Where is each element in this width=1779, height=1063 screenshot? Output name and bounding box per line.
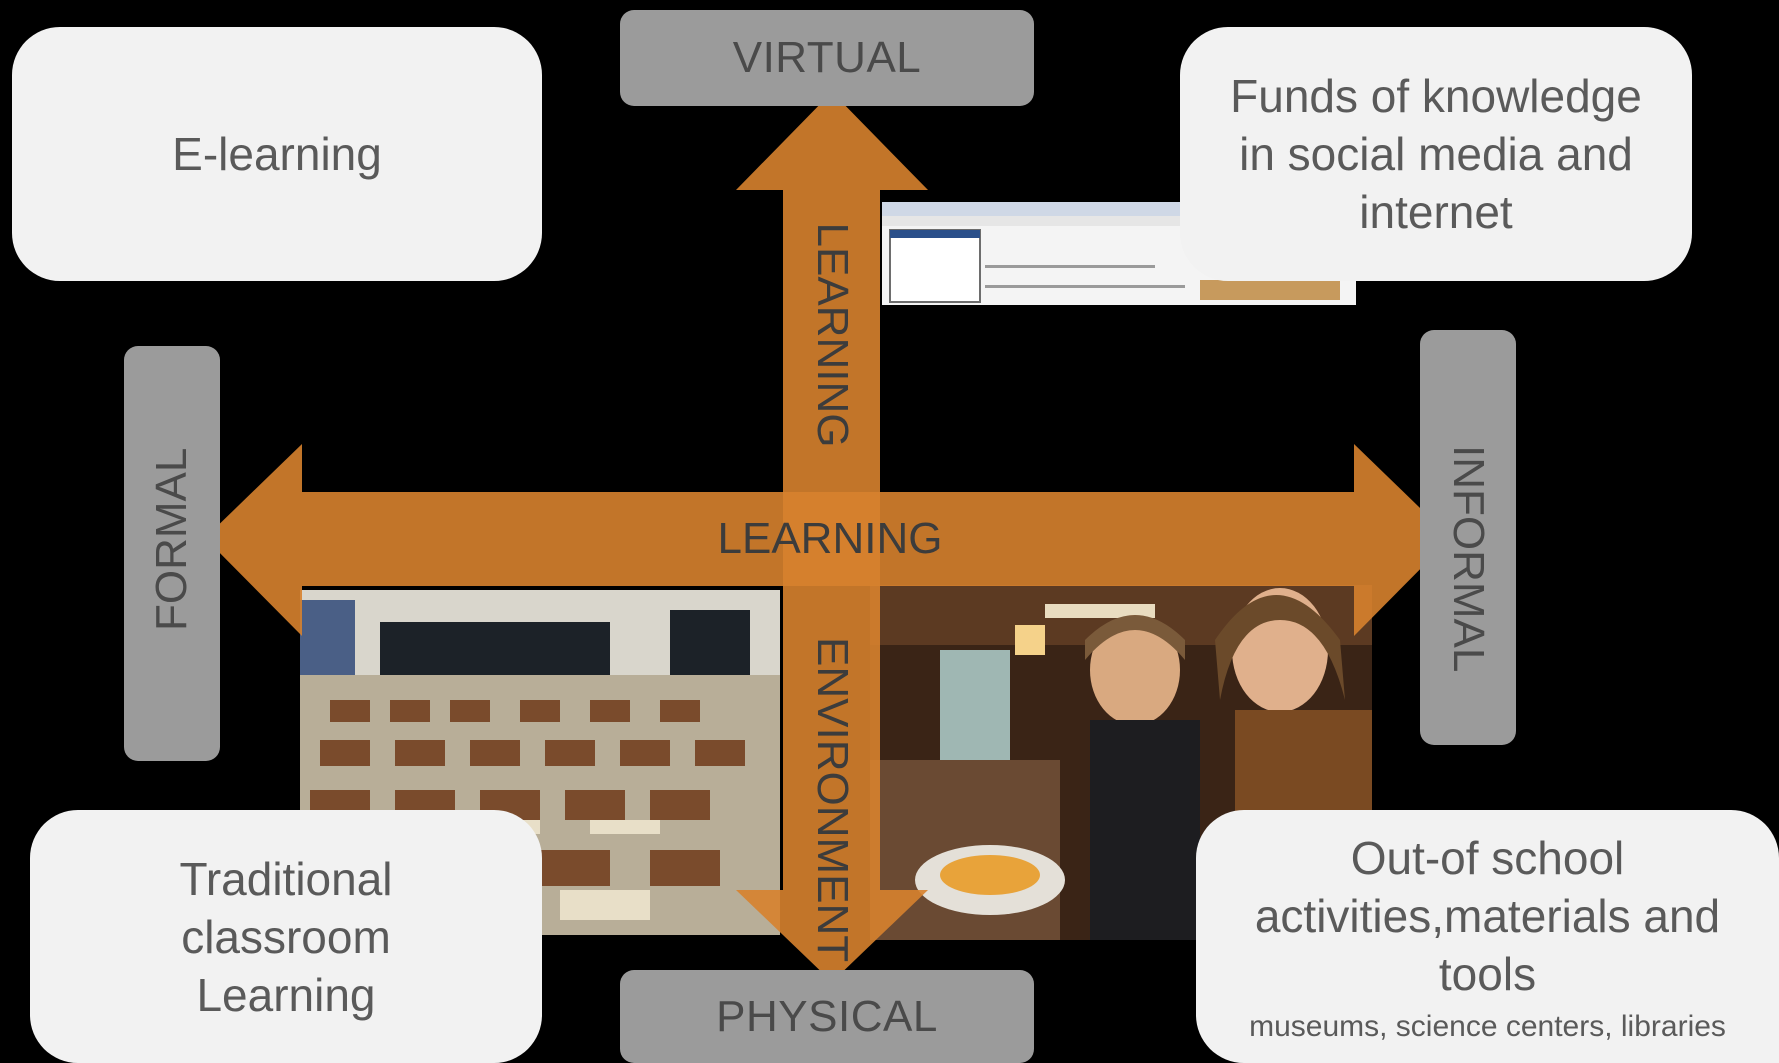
quadrant-out-of-school-line-2: activities,materials and: [1254, 889, 1721, 942]
quadrant-traditional-line-2: classroom: [181, 910, 391, 963]
axis-physical: PHYSICAL: [620, 970, 1034, 1063]
axis-formal-label: FORMAL: [147, 447, 196, 631]
quadrant-funds-of-knowledge: Funds of knowledge in social media and i…: [1180, 27, 1692, 281]
axis-formal: [124, 346, 220, 761]
quadrant-traditional-classroom: Traditional classroom Learning: [30, 810, 542, 1063]
quadrant-traditional-line-3: Learning: [196, 968, 376, 1021]
quadrant-traditional-line-1: Traditional: [179, 852, 393, 905]
quadrant-out-of-school-note: museums, science centers, libraries: [1249, 1009, 1726, 1043]
quadrant-out-of-school: Out-of school activities,materials and t…: [1196, 810, 1779, 1063]
horizontal-arrow: [205, 444, 1451, 636]
classroom-photo: [300, 590, 780, 935]
arrow-label-learning-horizontal: LEARNING: [717, 514, 943, 563]
arrow-label-learning-vertical: LEARNING: [808, 222, 857, 448]
quadrant-funds-line-1: Funds of knowledge: [1230, 70, 1642, 122]
quadrant-out-of-school-line-1: Out-of school: [1350, 831, 1625, 884]
quadrant-funds-line-2: in social media and: [1239, 128, 1633, 180]
axis-informal: [1420, 330, 1516, 745]
quadrant-funds-line-3: internet: [1359, 186, 1513, 238]
quadrant-e-learning-line-1: E-learning: [172, 128, 382, 180]
axis-virtual: VIRTUAL: [620, 10, 1034, 106]
axis-informal-label: INFORMAL: [1444, 445, 1493, 673]
quadrant-out-of-school-line-3: tools: [1438, 947, 1537, 1000]
quadrant-e-learning: E-learning: [12, 27, 542, 281]
arrow-label-environment: ENVIRONMENT: [808, 637, 857, 963]
